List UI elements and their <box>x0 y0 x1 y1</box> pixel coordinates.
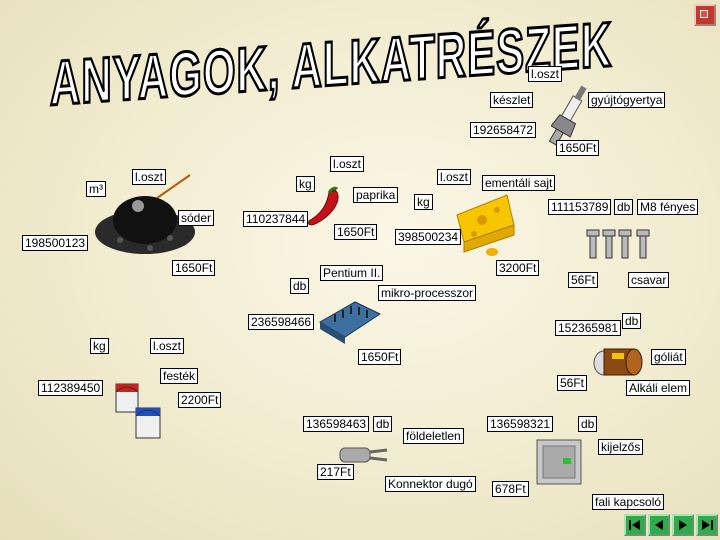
coal-category-label: l.oszt <box>132 169 167 185</box>
chili-pepper-image <box>308 186 339 226</box>
cpu-name-label: Pentium II. <box>320 265 384 281</box>
cpu-kind-label: mikro-processzor <box>378 285 477 301</box>
coal-unit-label: m³ <box>86 181 106 197</box>
gravel-pile-image <box>95 174 195 254</box>
last-slide-button[interactable] <box>696 514 718 536</box>
paint-buckets-image <box>115 383 161 439</box>
plug-name-label: Konnektor dugó <box>385 476 476 492</box>
battery-image <box>593 348 643 376</box>
first-slide-button[interactable] <box>624 514 646 536</box>
switch-kind-label: kijelzős <box>598 439 644 455</box>
cheese-category-label: l.oszt <box>437 169 472 185</box>
switch-unit-label: db <box>578 416 598 432</box>
cpu-unit-label: db <box>290 278 310 294</box>
cpu-code-label: 236598466 <box>248 314 315 330</box>
prev-icon <box>655 520 663 530</box>
processor-image <box>319 301 382 344</box>
coal-name-label: sóder <box>178 210 215 226</box>
bolts-unit-label: db <box>614 199 634 215</box>
coal-code-label: 198500123 <box>22 235 89 251</box>
candle-price-label: 1650Ft <box>556 140 600 156</box>
cheese-price-label: 3200Ft <box>496 260 540 276</box>
switch-code-label: 136598321 <box>487 416 554 432</box>
paint-name-label: festék <box>160 368 199 384</box>
battery-unit-label: db <box>622 313 642 329</box>
prev-slide-button[interactable] <box>648 514 670 536</box>
cheese-unit-label: kg <box>414 194 433 210</box>
switch-price-label: 678Ft <box>492 481 529 497</box>
candle-code-label: 192658472 <box>470 122 537 138</box>
paint-unit-label: kg <box>90 338 109 354</box>
cheese-image <box>456 194 515 256</box>
close-button[interactable] <box>694 4 716 26</box>
last-icon <box>702 520 713 530</box>
battery-kind-label: Alkáli elem <box>626 380 691 396</box>
battery-price-label: 56Ft <box>557 375 588 391</box>
paprika-category-label: l.oszt <box>330 156 365 172</box>
next-icon <box>679 520 687 530</box>
cheese-code-label: 398500234 <box>395 229 462 245</box>
page-title: ANYAGOK, ALKATRÉSZEK <box>49 7 614 119</box>
paprika-code-label: 110237844 <box>243 211 309 227</box>
plug-price-label: 217Ft <box>317 464 354 480</box>
paprika-name-label: paprika <box>353 187 399 203</box>
bolts-name-label: M8 fényes <box>637 199 699 215</box>
bolts-kind-label: csavar <box>628 272 670 288</box>
first-icon <box>629 520 640 530</box>
paint-category-label: l.oszt <box>150 338 185 354</box>
spark-plug-image <box>548 85 587 146</box>
plug-unit-label: db <box>373 416 393 432</box>
plug-kind-label: földeletlen <box>403 428 464 444</box>
wall-switch-image <box>536 439 582 485</box>
plug-image <box>339 447 388 463</box>
bolts-code-label: 111153789 <box>548 199 612 215</box>
candle-category-label: l.oszt <box>528 66 563 82</box>
cheese-name-label: ementáli sajt <box>482 175 556 191</box>
paint-price-label: 2200Ft <box>178 392 222 408</box>
bolts-price-label: 56Ft <box>568 272 599 288</box>
bolts-image <box>586 229 650 259</box>
paprika-unit-label: kg <box>296 176 315 192</box>
candle-stock-label: készlet <box>490 92 534 108</box>
cpu-price-label: 1650Ft <box>358 349 402 365</box>
paprika-price-label: 1650Ft <box>334 224 378 240</box>
battery-code-label: 152365981 <box>555 320 622 336</box>
paint-code-label: 112389450 <box>38 380 104 396</box>
candle-name-label: gyújtógyertya <box>588 92 666 108</box>
switch-name-label: fali kapcsoló <box>592 494 665 510</box>
plug-code-label: 136598463 <box>303 416 370 432</box>
next-slide-button[interactable] <box>672 514 694 536</box>
coal-price-label: 1650Ft <box>172 260 216 276</box>
battery-name-label: góliát <box>651 349 686 365</box>
